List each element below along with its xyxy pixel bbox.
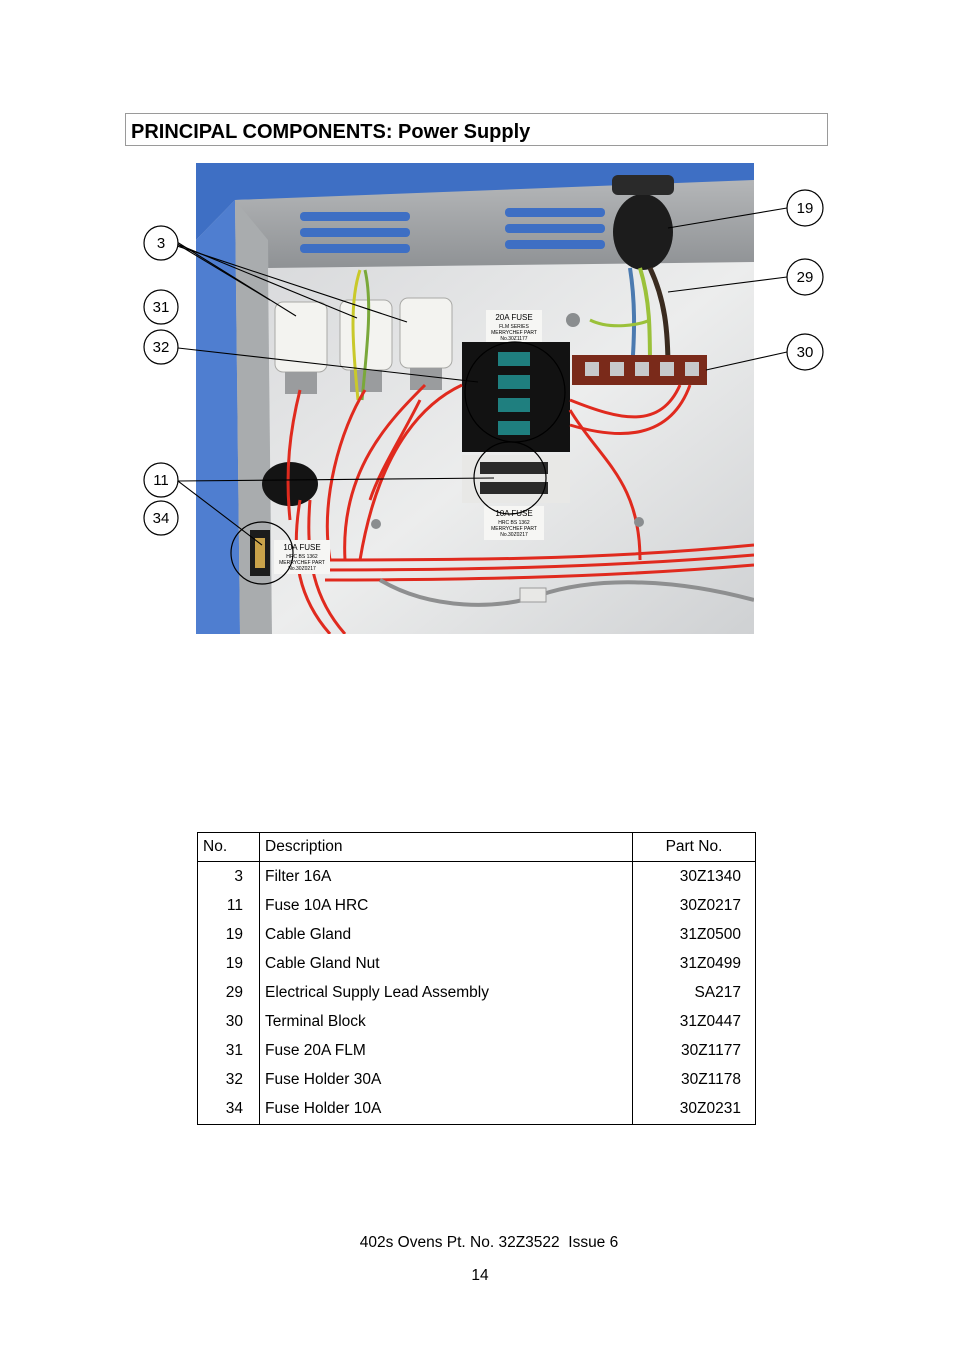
table-row: 3 Filter 16A 30Z1340 [197, 861, 756, 891]
table-row: 34 Fuse Holder 10A 30Z0231 [197, 1094, 756, 1125]
cell-no: 29 [197, 978, 260, 1007]
component-photo: 20A FUSE FLM SERIES MERRYCHEF PART No.30… [196, 163, 754, 634]
callout-3: 3 [143, 225, 179, 261]
label-20a-line2: MERRYCHEF PART [491, 330, 537, 336]
callout-label-32: 32 [153, 339, 170, 356]
fuse-10a-top [480, 462, 548, 474]
callout-32: 32 [143, 329, 179, 365]
label-10a-line2: MERRYCHEF PART [491, 526, 537, 532]
callout-label-11: 11 [153, 472, 169, 489]
callout-30: 30 [786, 333, 824, 371]
table-row: 31 Fuse 20A FLM 30Z1177 [197, 1036, 756, 1065]
cell-part-no: SA217 [632, 978, 756, 1007]
label-20a-line1: FLM SERIES [499, 324, 529, 330]
callout-label-29: 29 [797, 269, 814, 286]
label-10a-line1: HRC BS 1362 [498, 520, 530, 526]
page-number: 14 [471, 1267, 489, 1284]
table-row: 29 Electrical Supply Lead Assembly SA217 [197, 978, 756, 1007]
table-row: 11 Fuse 10A HRC 30Z0217 [197, 891, 756, 920]
cable-gland [613, 194, 673, 270]
callout-34: 34 [143, 500, 179, 536]
section-title-box: PRINCIPAL COMPONENTS: Power Supply [125, 113, 828, 146]
label-20a-title: 20A FUSE [495, 313, 532, 322]
photo-label-10a-side: 10A FUSE HRC BS 1362 MERRYCHEF PART No.3… [274, 540, 330, 574]
side-wall [235, 200, 272, 634]
cell-description: Fuse Holder 30A [259, 1065, 633, 1094]
fuse-10a-bottom [480, 482, 548, 494]
table-row: 32 Fuse Holder 30A 30Z1178 [197, 1065, 756, 1094]
photo-label-10a: 10A FUSE HRC BS 1362 MERRYCHEF PART No.3… [484, 506, 544, 540]
parts-table: No. Description Part No. 3 Filter 16A 30… [197, 832, 756, 1125]
grommet [262, 462, 318, 506]
photo-label-20a: 20A FUSE FLM SERIES MERRYCHEF PART No.30… [486, 310, 542, 342]
label-10a-line3: No.30Z0217 [500, 532, 528, 538]
leader-lines [176, 207, 788, 546]
cell-description: Fuse 10A HRC [259, 891, 633, 920]
callout-label-34: 34 [153, 510, 170, 527]
cell-description: Terminal Block [259, 1007, 633, 1036]
cell-description: Cable Gland Nut [259, 949, 633, 978]
cell-no: 19 [197, 920, 260, 949]
cell-description: Fuse Holder 10A [259, 1094, 633, 1125]
cell-part-no: 30Z1177 [632, 1036, 756, 1065]
cell-no: 30 [197, 1007, 260, 1036]
cell-part-no: 30Z0217 [632, 891, 756, 920]
label-10a-side-line1: HRC BS 1362 [286, 554, 318, 560]
cell-no: 34 [197, 1094, 260, 1125]
table-header-row: No. Description Part No. [197, 832, 756, 862]
header-description: Description [259, 832, 633, 862]
cell-no: 31 [197, 1036, 260, 1065]
callout-31: 31 [143, 289, 179, 325]
callout-label-3: 3 [157, 235, 165, 252]
cell-part-no: 30Z0231 [632, 1094, 756, 1125]
label-20a-line3: No.30Z1177 [500, 336, 527, 342]
header-part-no: Part No. [632, 832, 756, 862]
cell-part-no: 31Z0500 [632, 920, 756, 949]
label-10a-side-line2: MERRYCHEF PART [279, 560, 325, 566]
figure-svg: 20A FUSE FLM SERIES MERRYCHEF PART No.30… [143, 163, 824, 634]
label-10a-side-title: 10A FUSE [283, 543, 320, 552]
table-row: 19 Cable Gland 31Z0500 [197, 920, 756, 949]
callout-29: 29 [786, 258, 824, 296]
header-no: No. [197, 832, 260, 862]
cell-no: 19 [197, 949, 260, 978]
cell-no: 11 [197, 891, 260, 920]
callout-11: 11 [143, 462, 179, 498]
callout-circles: 3 31 32 11 34 19 [143, 189, 824, 536]
vent-slots [300, 208, 605, 253]
cell-part-no: 30Z1178 [632, 1065, 756, 1094]
red-wiring [286, 383, 754, 634]
cell-part-no: 30Z1340 [632, 861, 756, 891]
cell-description: Cable Gland [259, 920, 633, 949]
label-10a-side-line3: No.30Z0217 [288, 566, 316, 572]
callout-label-30: 30 [797, 344, 814, 361]
table-row: 30 Terminal Block 31Z0447 [197, 1007, 756, 1036]
cell-description: Fuse 20A FLM [259, 1036, 633, 1065]
cell-part-no: 31Z0499 [632, 949, 756, 978]
table-row: 19 Cable Gland Nut 31Z0499 [197, 949, 756, 978]
cell-description: Filter 16A [259, 861, 633, 891]
callout-label-31: 31 [153, 299, 170, 316]
cell-no: 32 [197, 1065, 260, 1094]
cell-part-no: 31Z0447 [632, 1007, 756, 1036]
cell-description: Electrical Supply Lead Assembly [259, 978, 633, 1007]
page-title: PRINCIPAL COMPONENTS: Power Supply [131, 121, 531, 143]
power-supply-figure: 20A FUSE FLM SERIES MERRYCHEF PART No.30… [143, 163, 824, 634]
footer-doc-ref: 402s Ovens Pt. No. 32Z3522 Issue 6 [359, 1234, 619, 1251]
callout-label-19: 19 [797, 200, 814, 217]
callout-19: 19 [786, 189, 824, 227]
cell-no: 3 [197, 861, 260, 891]
